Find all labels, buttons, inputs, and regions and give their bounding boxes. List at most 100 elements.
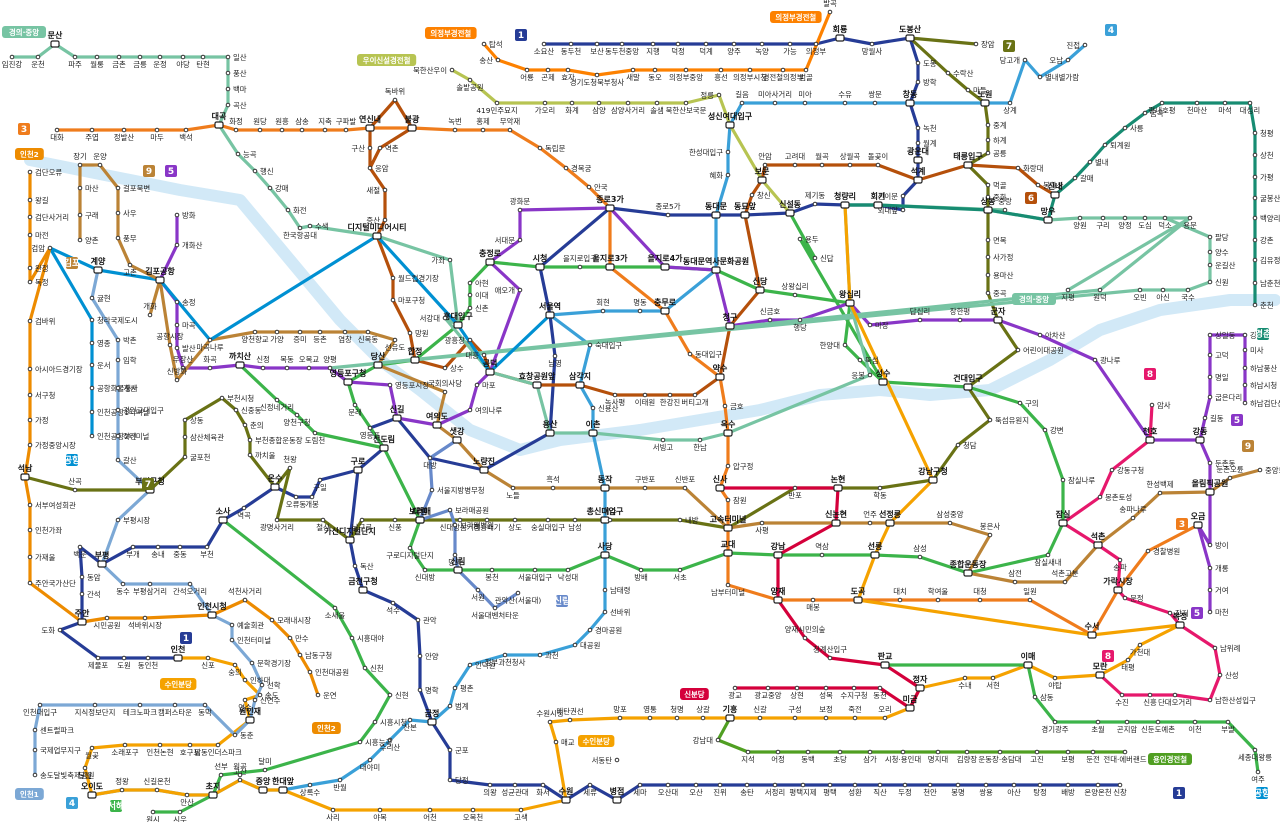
station-639[interactable]: 보라매공원 <box>447 506 489 515</box>
station-563[interactable]: 월곶 <box>85 745 99 760</box>
station-345[interactable]: 이수 <box>603 507 617 523</box>
line-badge-b-line9-w[interactable]: 9 <box>143 165 155 177</box>
station-629[interactable]: 신둔도예촌 <box>1141 719 1175 734</box>
station-47[interactable]: 신사 <box>713 474 728 492</box>
station-278[interactable]: 강동 <box>1193 426 1208 444</box>
station-178[interactable]: 역삼 <box>815 542 829 558</box>
station-328[interactable]: 하계 <box>985 136 1007 145</box>
station-106[interactable]: 온수 <box>268 474 283 491</box>
station-138[interactable]: 병점 <box>610 786 625 804</box>
station-505[interactable]: 가정중앙시장 <box>27 441 76 450</box>
station-622[interactable]: 보평 <box>1061 749 1075 764</box>
station-75[interactable]: 망월사 <box>862 41 883 56</box>
station-41[interactable]: 충무로 <box>654 297 677 315</box>
station-119[interactable]: 제물포 <box>88 655 109 670</box>
station-276[interactable]: 광나루 <box>1092 356 1121 365</box>
station-310[interactable]: 이태원 <box>635 392 655 407</box>
station-404[interactable]: 봉은사 <box>980 522 1001 538</box>
station-636[interactable]: 서원 <box>471 587 485 602</box>
station-370[interactable]: 몽촌토성 <box>1097 493 1132 502</box>
station-302[interactable]: 월드컵경기장 <box>390 274 439 283</box>
station-635[interactable]: 서울대벤처타운 <box>471 605 519 620</box>
line-badge-b-incheon1[interactable]: 인천1 <box>15 788 44 800</box>
station-48[interactable]: 잠원 <box>725 496 747 505</box>
station-162[interactable]: 동대문역사문화공원 <box>683 256 749 274</box>
station-466[interactable]: 가오리 <box>535 100 555 115</box>
station-503[interactable]: 서구청 <box>27 391 55 400</box>
station-504[interactable]: 가정 <box>27 416 49 425</box>
station-392[interactable]: 선유도 <box>385 337 406 352</box>
station-489[interactable]: 영종 <box>89 339 111 348</box>
station-442[interactable]: 남춘천 <box>1252 279 1280 288</box>
station-61[interactable]: 경찰병원 <box>1145 547 1180 556</box>
station-56[interactable]: 학여울 <box>928 587 949 603</box>
station-3[interactable]: 파주 <box>68 54 82 69</box>
line-badge-b-seohae[interactable]: 서해 <box>108 800 125 812</box>
station-415[interactable]: 양정 <box>1118 215 1132 230</box>
station-16[interactable]: 행신 <box>252 167 274 176</box>
station-23[interactable]: 마두 <box>150 127 164 142</box>
station-567[interactable]: 시흥시청 <box>372 718 407 727</box>
station-186[interactable]: 신림 <box>451 556 466 574</box>
station-437[interactable]: 신원 <box>1207 278 1229 287</box>
station-346[interactable]: 남성 <box>568 517 582 532</box>
line-badge-b-line9-e[interactable]: 9 <box>1242 440 1254 452</box>
station-565[interactable]: 원시 <box>146 809 160 822</box>
station-211[interactable]: 미아사거리 <box>758 90 792 106</box>
station-192[interactable]: 당산 <box>371 351 386 369</box>
station-84[interactable]: 신이문 <box>878 192 906 201</box>
station-631[interactable]: 부발 <box>1221 719 1235 734</box>
station-246[interactable]: 오이도 <box>81 781 104 799</box>
station-152[interactable]: 봉명 <box>951 782 965 797</box>
station-297[interactable]: 독바위 <box>385 87 405 103</box>
station-520[interactable]: 운양 <box>93 152 107 168</box>
station-143[interactable]: 진위 <box>713 782 727 797</box>
station-101[interactable]: 신도림 <box>373 434 395 452</box>
station-319[interactable]: 돌곶이 <box>868 152 888 168</box>
station-349[interactable]: 장승배기 <box>473 517 501 532</box>
station-374[interactable]: 복정 <box>1173 611 1188 629</box>
line-badge-b-line1-se[interactable]: 1 <box>1173 787 1185 799</box>
station-265[interactable]: 서대문 <box>495 236 523 245</box>
station-446[interactable]: 굴봉산 <box>1252 194 1280 203</box>
station-579[interactable]: 오목천 <box>463 807 484 822</box>
station-111[interactable]: 송내 <box>151 544 165 559</box>
station-511[interactable]: 석바위시장 <box>128 615 162 630</box>
station-341[interactable]: 학동 <box>873 485 887 500</box>
station-509[interactable]: 주안국가산단 <box>27 579 76 588</box>
station-12[interactable]: 백마 <box>225 85 247 94</box>
station-430[interactable]: 지평 <box>1061 287 1075 302</box>
station-414[interactable]: 도심 <box>1138 215 1152 230</box>
station-221[interactable]: 신용산 <box>590 404 619 413</box>
station-123[interactable]: 가산디지털단지 <box>324 526 376 544</box>
station-590[interactable]: 구성 <box>788 705 802 721</box>
station-5[interactable]: 금촌 <box>112 54 126 69</box>
station-91[interactable]: 동대문 <box>705 201 728 219</box>
station-472[interactable]: 정릉 <box>700 91 722 100</box>
station-502[interactable]: 아시아드경기장 <box>27 365 83 374</box>
station-577[interactable]: 야목 <box>373 807 387 822</box>
station-484[interactable]: 경전철의정부 <box>763 67 804 82</box>
station-210[interactable]: 미아 <box>798 90 812 106</box>
line-badge-b-line5-w[interactable]: 5 <box>165 165 177 177</box>
station-516[interactable]: 남동구청 <box>297 651 332 660</box>
line-badge-b-gyeongui-nw[interactable]: 경의·중앙 <box>2 26 46 38</box>
station-198[interactable]: 충정로 <box>479 248 502 266</box>
station-201[interactable]: 양천구청 <box>283 412 311 427</box>
station-628[interactable]: 곤지암 <box>1117 719 1138 734</box>
station-74[interactable]: 회룡 <box>833 24 848 42</box>
station-95[interactable]: 남영 <box>548 353 562 368</box>
station-148[interactable]: 성환 <box>848 782 862 797</box>
station-191[interactable]: 영등포구청 <box>330 368 367 386</box>
station-53[interactable]: 매봉 <box>806 597 820 612</box>
station-57[interactable]: 대청 <box>973 587 987 603</box>
station-294[interactable]: 하남검단산 <box>1242 399 1280 408</box>
station-410[interactable]: 둔촌오륜 <box>1216 465 1244 481</box>
station-24[interactable]: 백석 <box>179 127 193 142</box>
station-340[interactable]: 강남구청 <box>918 466 948 484</box>
station-117[interactable]: 주안 <box>75 608 90 626</box>
station-8[interactable]: 야당 <box>176 54 190 69</box>
station-598[interactable]: 이매 <box>1021 651 1036 669</box>
station-377[interactable]: 단대오거리 <box>1158 692 1192 707</box>
station-209[interactable]: 수유 <box>838 90 852 106</box>
